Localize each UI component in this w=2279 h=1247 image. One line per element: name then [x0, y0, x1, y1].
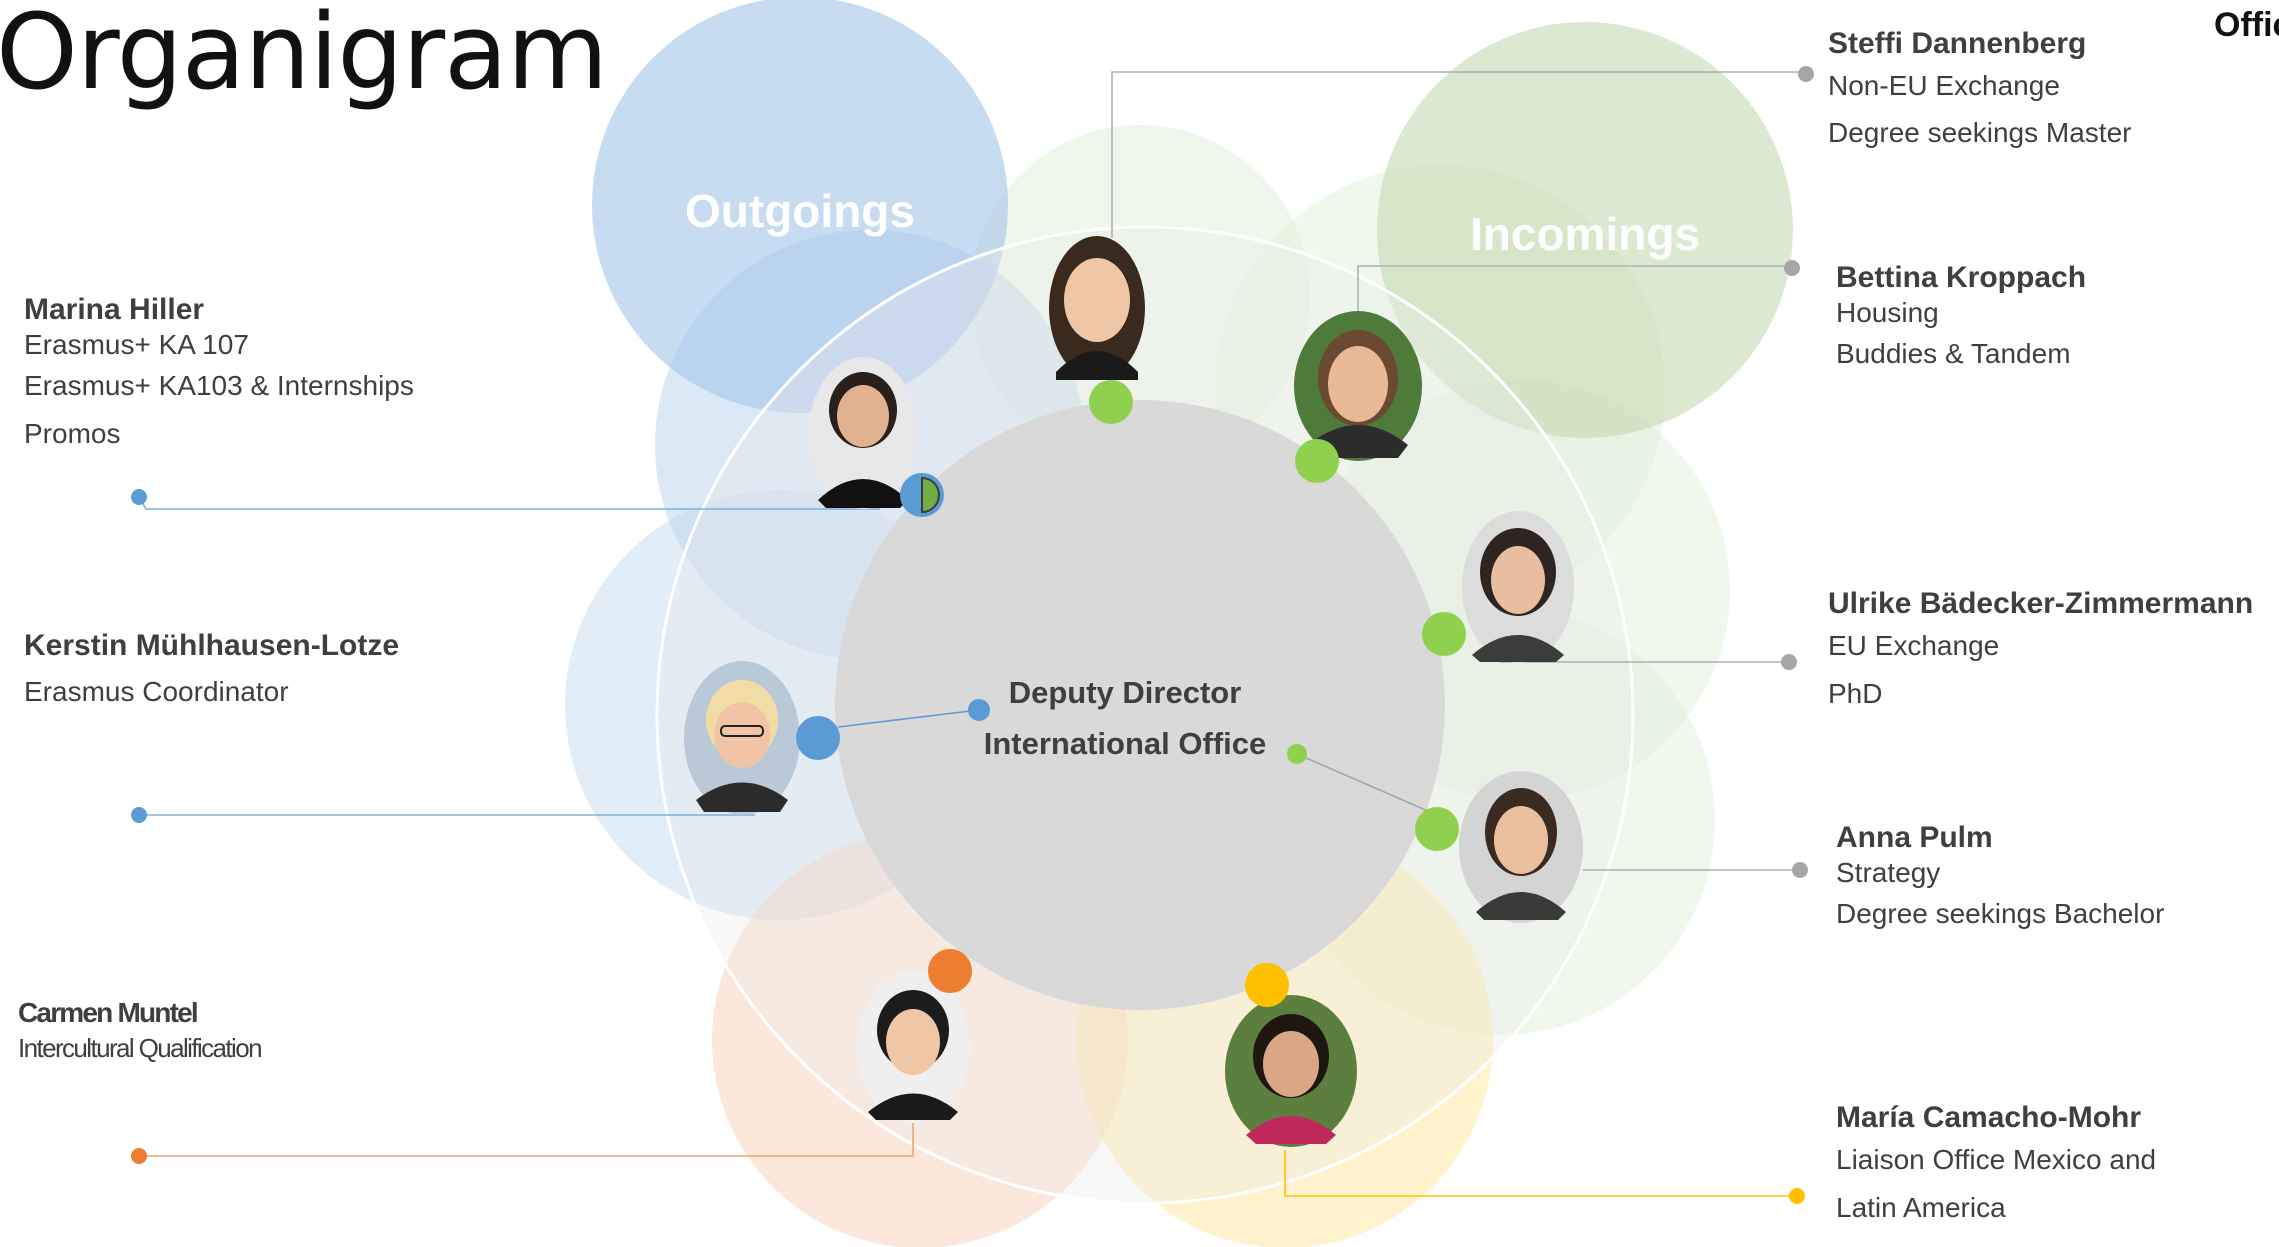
- person-bettina-kroppach: Bettina Kroppach Housing Buddies & Tande…: [1836, 260, 2086, 378]
- avatar-carmen: [856, 971, 970, 1123]
- person-name: Kerstin Mühlhausen-Lotze: [24, 629, 400, 662]
- dot-steffi-end: [1798, 66, 1814, 82]
- person-role: Intercultural Qualification: [18, 1033, 263, 1063]
- person-marina-hiller: Marina Hiller Erasmus+ KA 107 Erasmus+ K…: [24, 292, 414, 458]
- dot-kerstin-end: [131, 807, 147, 823]
- dot-carmen: [928, 949, 972, 993]
- page-title: Organigram: [0, 0, 608, 113]
- connector-kerstin-center: [837, 709, 980, 728]
- outgoings-bubble: [592, 0, 1008, 413]
- center-title-line2: International Office: [984, 726, 1266, 761]
- dot-marina-end: [131, 489, 147, 505]
- dot-marina-split: [900, 473, 944, 517]
- dot-maria-end: [1789, 1188, 1805, 1204]
- dot-bettina-end: [1784, 260, 1800, 276]
- avatar-maria: [1225, 995, 1357, 1147]
- person-role: Degree seekings Master: [1828, 117, 2132, 148]
- person-anna-pulm: Anna Pulm Strategy Degree seekings Bache…: [1836, 820, 2164, 938]
- dot-carmen-end: [131, 1148, 147, 1164]
- corner-text: Offic: [2214, 6, 2279, 44]
- avatar-anna: [1459, 771, 1583, 923]
- connector-steffi: [1111, 71, 1806, 238]
- person-role: Promos: [24, 418, 121, 449]
- dot-bettina: [1295, 439, 1339, 483]
- incomings-bubble: [1377, 22, 1793, 438]
- person-role: EU Exchange: [1828, 630, 2000, 661]
- person-ulrike-baedecker-zimmermann: Ulrike Bädecker-Zimmermann EU Exchange P…: [1828, 586, 2253, 718]
- avatar-ulrike: [1462, 511, 1574, 663]
- connector-carmen: [139, 1110, 914, 1157]
- dot-kerstin: [796, 716, 840, 760]
- person-name: María Camacho-Mohr: [1836, 1101, 2142, 1134]
- dot-steffi: [1089, 380, 1133, 424]
- connector-maria: [1284, 1150, 1797, 1197]
- center-title-line1: Deputy Director: [1009, 675, 1242, 710]
- person-carmen-muntel: Carmen Muntel Intercultural Qualificatio…: [18, 996, 263, 1066]
- person-role: Erasmus Coordinator: [24, 676, 289, 707]
- person-role: Degree seekings Bachelor: [1836, 898, 2165, 929]
- dot-anna-center: [1287, 744, 1307, 764]
- incomings-label: Incomings: [1470, 208, 1700, 260]
- portraits: [684, 236, 1583, 1147]
- avatar-kerstin: [684, 661, 800, 815]
- person-name: Bettina Kroppach: [1836, 261, 2087, 294]
- person-role: Housing: [1836, 297, 1939, 328]
- dot-ulrike: [1422, 612, 1466, 656]
- person-name: Ulrike Bädecker-Zimmermann: [1828, 587, 2254, 620]
- avatar-bettina: [1294, 311, 1422, 461]
- connector-bettina: [1357, 265, 1792, 316]
- dot-anna-end: [1792, 862, 1808, 878]
- person-name: Marina Hiller: [24, 293, 205, 326]
- dot-maria: [1245, 963, 1289, 1007]
- person-role: Buddies & Tandem: [1836, 338, 2071, 369]
- person-name: Carmen Muntel: [18, 997, 199, 1028]
- endpoint-dots: [131, 66, 1814, 1204]
- person-name: Steffi Dannenberg: [1828, 27, 2087, 60]
- person-maria-camacho-mohr: María Camacho-Mohr Liaison Office Mexico…: [1836, 1100, 2156, 1232]
- dot-anna: [1415, 807, 1459, 851]
- avatar-steffi: [1049, 236, 1145, 380]
- center-circle: [835, 400, 1445, 1010]
- person-role: PhD: [1828, 678, 1883, 709]
- person-role: Latin America: [1836, 1192, 2006, 1223]
- person-role: Erasmus+ KA 107: [24, 329, 249, 360]
- portrait-dots: [796, 380, 1466, 1007]
- person-kerstin-muehlhausen-lotze: Kerstin Mühlhausen-Lotze Erasmus Coordin…: [24, 628, 399, 716]
- connector-anna-center: [1296, 753, 1438, 816]
- dot-ulrike-end: [1781, 654, 1797, 670]
- avatar-marina: [809, 357, 917, 509]
- person-role: Erasmus+ KA103 & Internships: [24, 370, 414, 401]
- outgoings-label: Outgoings: [685, 185, 915, 237]
- person-role: Non-EU Exchange: [1828, 70, 2060, 101]
- person-name: Anna Pulm: [1836, 821, 1993, 854]
- person-role: Liaison Office Mexico and: [1836, 1144, 2157, 1175]
- dot-kerstin-center: [968, 699, 990, 721]
- person-steffi-dannenberg: Steffi Dannenberg Non-EU Exchange Degree…: [1828, 26, 2131, 156]
- person-role: Strategy: [1836, 857, 1941, 888]
